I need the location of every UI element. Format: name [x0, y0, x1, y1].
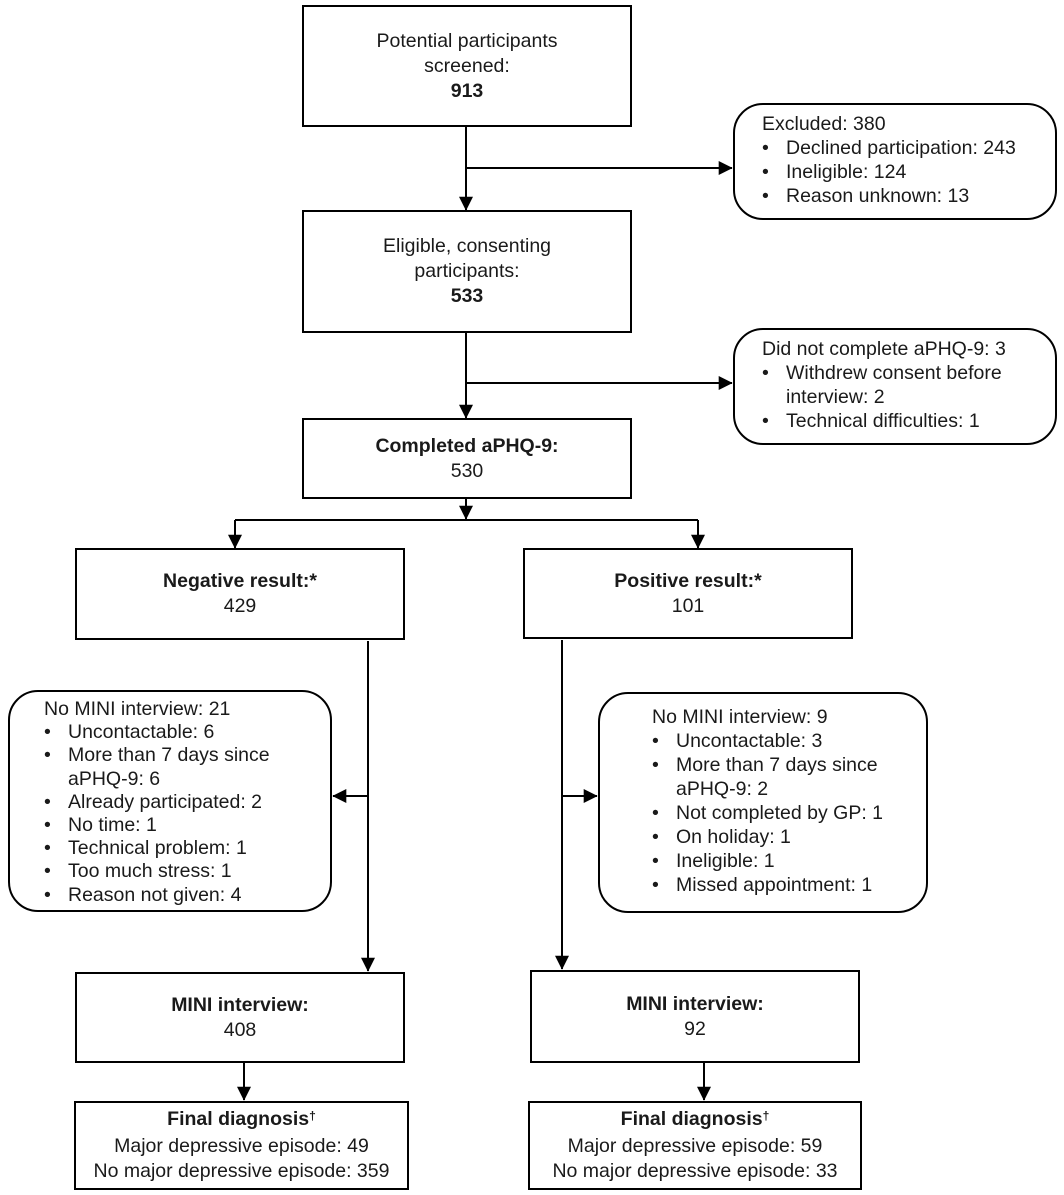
box-text: No major depressive episode: 359 [93, 1160, 390, 1182]
sidebox-list: •Withdrew consent before interview: 2 •T… [762, 361, 1045, 433]
sidebox-list: •Declined participation: 243 •Ineligible… [762, 136, 1045, 208]
box-title: Negative result:* [163, 570, 317, 592]
box-text: Eligible, consenting [382, 235, 552, 257]
box-eligible-consenting: Eligible, consenting participants: 533 [302, 210, 632, 333]
bullet-icon: • [652, 754, 659, 776]
bullet-icon: • [762, 185, 769, 207]
list-item: •Uncontactable: 6 [44, 721, 215, 744]
bullet-icon: • [44, 790, 51, 813]
box-value: 913 [450, 79, 484, 102]
box-mini-interview-right: MINI interview: 92 [530, 970, 860, 1063]
box-text: screened: [424, 54, 510, 77]
box-value: 92 [684, 1017, 706, 1040]
bullet-icon: • [44, 814, 51, 837]
bullet-icon: • [44, 744, 51, 767]
box-positive-result: Positive result:* 101 [523, 548, 853, 639]
bullet-icon: • [44, 860, 51, 883]
box-mini-interview-left: MINI interview: 408 [75, 972, 405, 1063]
box-title: Positive result:* [614, 569, 762, 592]
box-title: Completed aPHQ-9: [375, 434, 559, 457]
box-final-diagnosis-right: Final diagnosis† Major depressive episod… [528, 1101, 862, 1190]
box-negative-result: Negative result:* 429 [75, 548, 405, 640]
bullet-icon: • [44, 883, 51, 906]
list-item: •Declined participation: 243 [762, 137, 1016, 159]
box-value: 408 [223, 1018, 257, 1041]
bullet-icon: • [652, 874, 659, 896]
bullet-icon: • [652, 730, 659, 752]
bullet-icon: • [652, 850, 659, 872]
box-text: Major depressive episode: 59 [567, 1135, 823, 1157]
box-value: 101 [671, 594, 705, 617]
box-value: 429 [223, 595, 257, 617]
bullet-icon: • [762, 161, 769, 183]
list-item: •Too much stress: 1 [44, 860, 232, 883]
list-item: •No time: 1 [44, 814, 157, 837]
list-item: •Reason not given: 4 [44, 883, 242, 906]
sidebox-header: Did not complete aPHQ-9: 3 [762, 338, 1006, 360]
box-potential-screened: Potential participants screened: 913 [302, 5, 632, 127]
bullet-icon: • [762, 410, 769, 432]
box-text: Potential participants [376, 29, 558, 52]
box-text: Major depressive episode: 49 [114, 1135, 369, 1157]
sidebox-header: No MINI interview: 21 [44, 698, 231, 720]
sidebox-list: •Uncontactable: 3 •More than 7 days sinc… [652, 729, 920, 897]
list-item: •More than 7 days since aPHQ-9: 6 [44, 744, 270, 790]
list-item: •Uncontactable: 3 [652, 730, 823, 752]
list-item: •Ineligible: 124 [762, 161, 907, 183]
sidebox-no-mini-left: No MINI interview: 21 •Uncontactable: 6 … [8, 690, 332, 912]
box-text: participants: [414, 260, 520, 282]
dagger-mark: † [762, 1108, 770, 1123]
sidebox-no-mini-right: No MINI interview: 9 •Uncontactable: 3 •… [598, 692, 928, 913]
list-item: •Technical problem: 1 [44, 837, 247, 860]
list-item: •Technical difficulties: 1 [762, 410, 980, 432]
box-final-diagnosis-left: Final diagnosis† Major depressive episod… [74, 1101, 409, 1190]
list-item: •Ineligible: 1 [652, 850, 775, 872]
list-item: •Not completed by GP: 1 [652, 802, 884, 824]
box-title: Final diagnosis† [620, 1108, 770, 1130]
bullet-icon: • [652, 826, 659, 848]
box-value: 530 [450, 459, 484, 482]
list-item: •Reason unknown: 13 [762, 185, 970, 207]
bullet-icon: • [44, 837, 51, 860]
bullet-icon: • [762, 137, 769, 159]
bullet-icon: • [762, 362, 769, 384]
bullet-icon: • [44, 721, 51, 744]
sidebox-header: No MINI interview: 9 [652, 706, 828, 728]
list-item: •Withdrew consent before interview: 2 [762, 362, 1002, 408]
box-text: No major depressive episode: 33 [552, 1160, 838, 1182]
sidebox-header: Excluded: 380 [762, 113, 886, 135]
dagger-mark: † [309, 1108, 316, 1123]
box-value: 533 [450, 285, 484, 307]
bullet-icon: • [652, 802, 659, 824]
list-item: •On holiday: 1 [652, 826, 791, 848]
box-title: MINI interview: [171, 993, 309, 1016]
box-completed-aphq9: Completed aPHQ-9: 530 [302, 418, 632, 499]
sidebox-list: •Uncontactable: 6 •More than 7 days sinc… [44, 721, 324, 907]
sidebox-excluded: Excluded: 380 •Declined participation: 2… [733, 103, 1057, 220]
box-title: Final diagnosis† [167, 1108, 316, 1130]
list-item: •Missed appointment: 1 [652, 874, 873, 896]
box-title: MINI interview: [626, 992, 764, 1015]
list-item: •More than 7 days since aPHQ-9: 2 [652, 754, 878, 800]
sidebox-not-completed: Did not complete aPHQ-9: 3 •Withdrew con… [733, 328, 1057, 445]
list-item: •Already participated: 2 [44, 790, 263, 813]
